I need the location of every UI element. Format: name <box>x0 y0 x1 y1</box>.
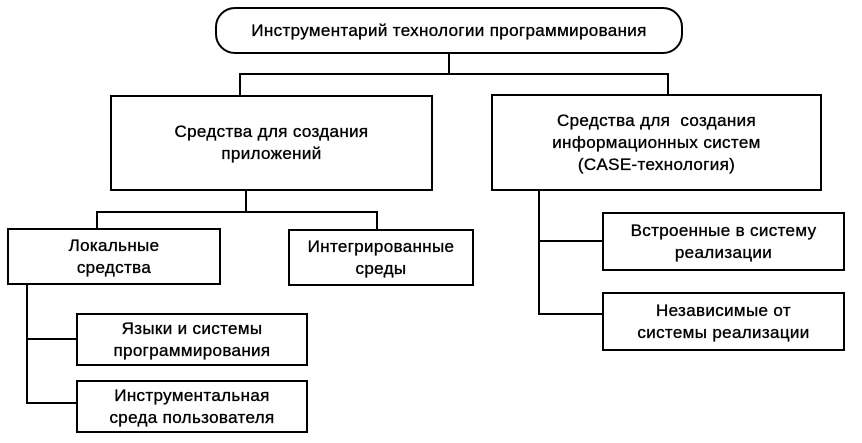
node-label-line: программирования <box>113 340 271 360</box>
node-label-line: Встроенные в систему <box>630 220 817 240</box>
node-local-tools: Локальные средства <box>7 228 221 285</box>
node-label-line: Инструментальная <box>114 385 270 405</box>
node-built-in-implementation: Встроенные в систему реализации <box>602 212 845 271</box>
node-integrated-environments: Интегрированные среды <box>288 229 474 286</box>
node-label-line: реализации <box>674 242 773 262</box>
node-application-development-tools: Средства для создания приложений <box>110 95 433 191</box>
node-label-line: среды <box>355 258 407 278</box>
node-label-line: системы реализации <box>637 322 810 342</box>
node-label-line: Интегрированные <box>307 236 455 256</box>
node-label-line: Средства для создания <box>556 110 757 130</box>
node-label-line: Средства для создания <box>174 122 369 141</box>
node-label-line: приложений <box>221 144 322 163</box>
node-independent-of-implementation: Независимые от системы реализации <box>602 292 845 351</box>
node-user-tool-environment: Инструментальная среда пользователя <box>76 380 308 433</box>
node-label-line: среда пользователя <box>109 407 275 427</box>
node-label-line: (CASE-технология) <box>577 154 736 174</box>
node-information-system-tools-case: Средства для создания информационных сис… <box>491 94 822 191</box>
node-label-line: Локальные <box>68 235 160 255</box>
node-languages-and-programming-systems: Языки и системы программирования <box>76 313 308 366</box>
node-label-line: Языки и системы <box>121 318 263 338</box>
node-label-line: Независимые от <box>656 300 791 320</box>
node-programming-technology-toolkit: Инструментарий технологии программирован… <box>215 7 683 54</box>
node-label-line: средства <box>76 257 152 277</box>
node-label-line: информационных систем <box>552 132 761 152</box>
node-label-line: Инструментарий технологии программирован… <box>251 20 647 40</box>
